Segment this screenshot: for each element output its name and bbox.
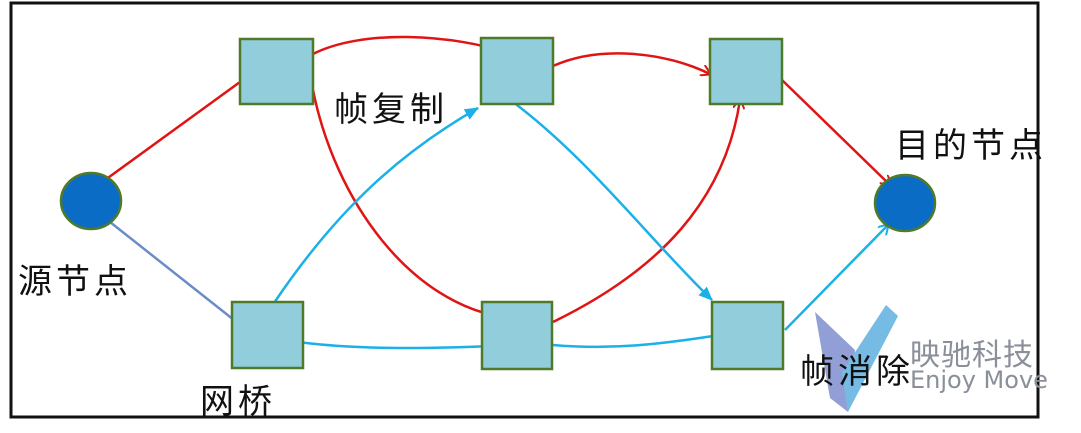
frame-elim-label: 帧消除 [800,352,914,392]
blue-link-bridge-sw2 [272,106,479,304]
diagram-frame [9,1,1040,419]
blue-link-sw5-sw6 [552,332,738,349]
watermark-text-en: Enjoy Move [910,366,1048,394]
switch-top-1 [238,37,315,106]
dest-node [873,173,937,233]
switch-bottom-3 [710,300,785,371]
red-link-sw5-sw3 [552,100,740,324]
switches [230,36,785,371]
blue-link-sw2-sw6 [512,101,713,301]
switch-top-2 [479,36,555,106]
switch-bridge [230,300,305,370]
switch-bottom-2 [480,300,554,371]
source-node-label: 源节点 [18,262,132,302]
frame-copy-label: 帧复制 [334,90,448,130]
bridge-label: 网桥 [200,382,276,422]
red-link-source-sw1 [104,80,241,182]
red-link-sw1-sw5 [311,89,508,318]
watermark-text-cn: 映驰科技 [910,338,1034,373]
switch-top-3 [708,37,784,106]
red-link-sw2-sw3 [552,52,710,74]
red-link-sw3-dest [781,79,890,185]
blue-paths [272,101,888,349]
dest-node-label: 目的节点 [895,126,1047,166]
blue-link-sw6-dest [784,225,888,331]
blue-link-source-bridge [109,221,235,321]
source-node [59,171,123,231]
watermark-logo [815,305,898,412]
